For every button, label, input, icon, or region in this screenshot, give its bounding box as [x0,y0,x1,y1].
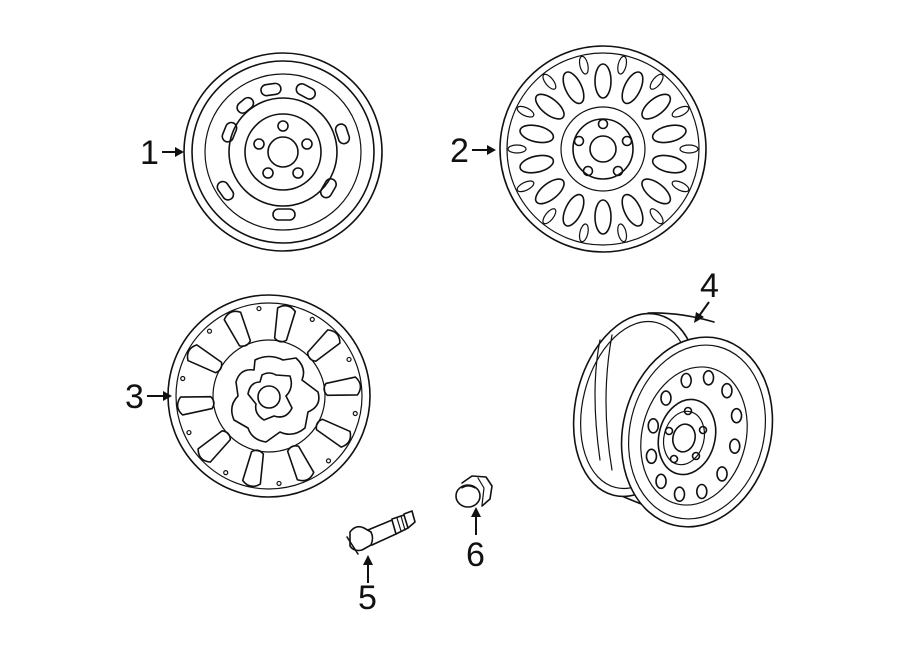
wheel-4-vent-hole [702,369,715,386]
wheel-2-windows [507,55,699,243]
callout-2-arrowhead [487,145,496,155]
wheel-4-vent-hole [680,372,692,389]
wheel-3-windows [176,304,362,488]
wheel-3-window [315,418,352,448]
wheel-4-vent-hole [696,483,708,500]
wheel-4-vent-hole [655,473,667,490]
wheel-4-vent-hole [730,407,743,424]
wheel-nut-cap-icon [455,475,493,508]
wheel-3-rim-dot [325,458,332,464]
wheel-3-rim-dot [223,470,229,476]
callout-5-arrowhead [363,555,373,565]
callout-3-label: 3 [125,378,144,416]
callout-5-label: 5 [358,579,377,617]
wheel-4-vent-hole [728,438,741,454]
callout-3-arrowhead [163,391,172,401]
wheel-2-window [594,63,612,99]
wheel-2-outer-window [617,223,628,243]
callout-6-label: 6 [466,536,485,574]
wheel-3-window [186,344,223,374]
wheel-3-rim-dots [180,305,358,487]
wheel-3-window [323,376,362,397]
wheel-4-vent-hole [721,382,733,399]
wheel-4-vent-holes [645,369,743,503]
wheel-3-rim-dot [346,356,352,363]
wheel-2-window [519,124,555,144]
wheel-2-window [621,193,644,227]
wheel-3-rim-dot [309,316,315,322]
wheel-2-outer-window [578,55,589,75]
wheel-3-window [197,429,232,463]
wheel-2-outer-window [671,105,690,118]
wheel-2-window [641,93,672,120]
callout-2-label: 2 [450,132,469,170]
wheel-2-window [594,199,612,235]
wheel-3-window [273,304,297,343]
wheel-4-vent-hole [660,390,672,406]
wheel-4-vent-hole [716,466,728,482]
wheel-4-vent-hole [673,486,686,503]
wheel-2-window [562,193,585,227]
wheel-4-vent-hole [647,418,660,434]
wheel-2-outer-window [671,180,690,193]
callout-3: 3 [125,378,172,416]
callout-4: 4 [694,267,719,323]
wheel-2-window [562,71,585,105]
wheel-3-window [306,329,341,363]
spare-wheel-icon [572,312,774,528]
alloy-wheel-spoked-icon [499,45,707,253]
wheel-4-vent-hole [645,448,658,465]
wheel-2-window [534,93,565,120]
steel-wheel-icon [183,52,383,252]
callout-4-arrowhead [694,312,704,323]
callout-4-label: 4 [700,267,719,305]
wheel-3-rim-dot [180,375,186,382]
wheel-2-outer-window [542,73,557,90]
wheel-2-outer-window [578,223,589,243]
valve-stem-icon [346,510,416,555]
wheel-3-rim-dot [276,480,282,487]
wheel-3-window [241,449,265,488]
wheel-2-window [651,124,687,144]
wheel-2-outer-window [516,180,535,193]
callout-4-arrow [698,301,710,317]
callout-1-label: 1 [140,134,159,172]
wheel-3-rim-dot [206,328,213,334]
wheel-2-outer-window [649,208,664,225]
callout-2: 2 [450,132,496,170]
callout-1: 1 [140,134,184,172]
alloy-wheel-split-spoke-icon [167,294,371,498]
wheel-2-window [651,154,687,174]
callout-6-arrowhead [471,507,481,517]
wheel-2-outer-window [516,105,535,118]
wheel-3-rim-dot [352,410,358,417]
callout-1-arrowhead [175,147,184,157]
wheel-2-window [534,178,565,205]
callout-5: 5 [358,555,377,617]
wheel-2-outer-window [542,208,557,225]
wheel-2-outer-window [649,73,664,90]
wheel-2-outer-window [679,144,699,154]
wheel-3-rim-dot [256,305,262,312]
wheel-3-window [286,445,315,482]
wheel-2-window [519,154,555,174]
wheel-3-window [223,310,252,347]
wheel-3-rim-dot [186,429,192,436]
callout-6: 6 [466,507,485,574]
wheel-2-outer-window [507,144,527,154]
wheel-2-outer-window [617,55,628,75]
wheel-2-window [621,71,644,105]
wheel-2-window [641,178,672,205]
wheel-3-window [176,395,215,416]
